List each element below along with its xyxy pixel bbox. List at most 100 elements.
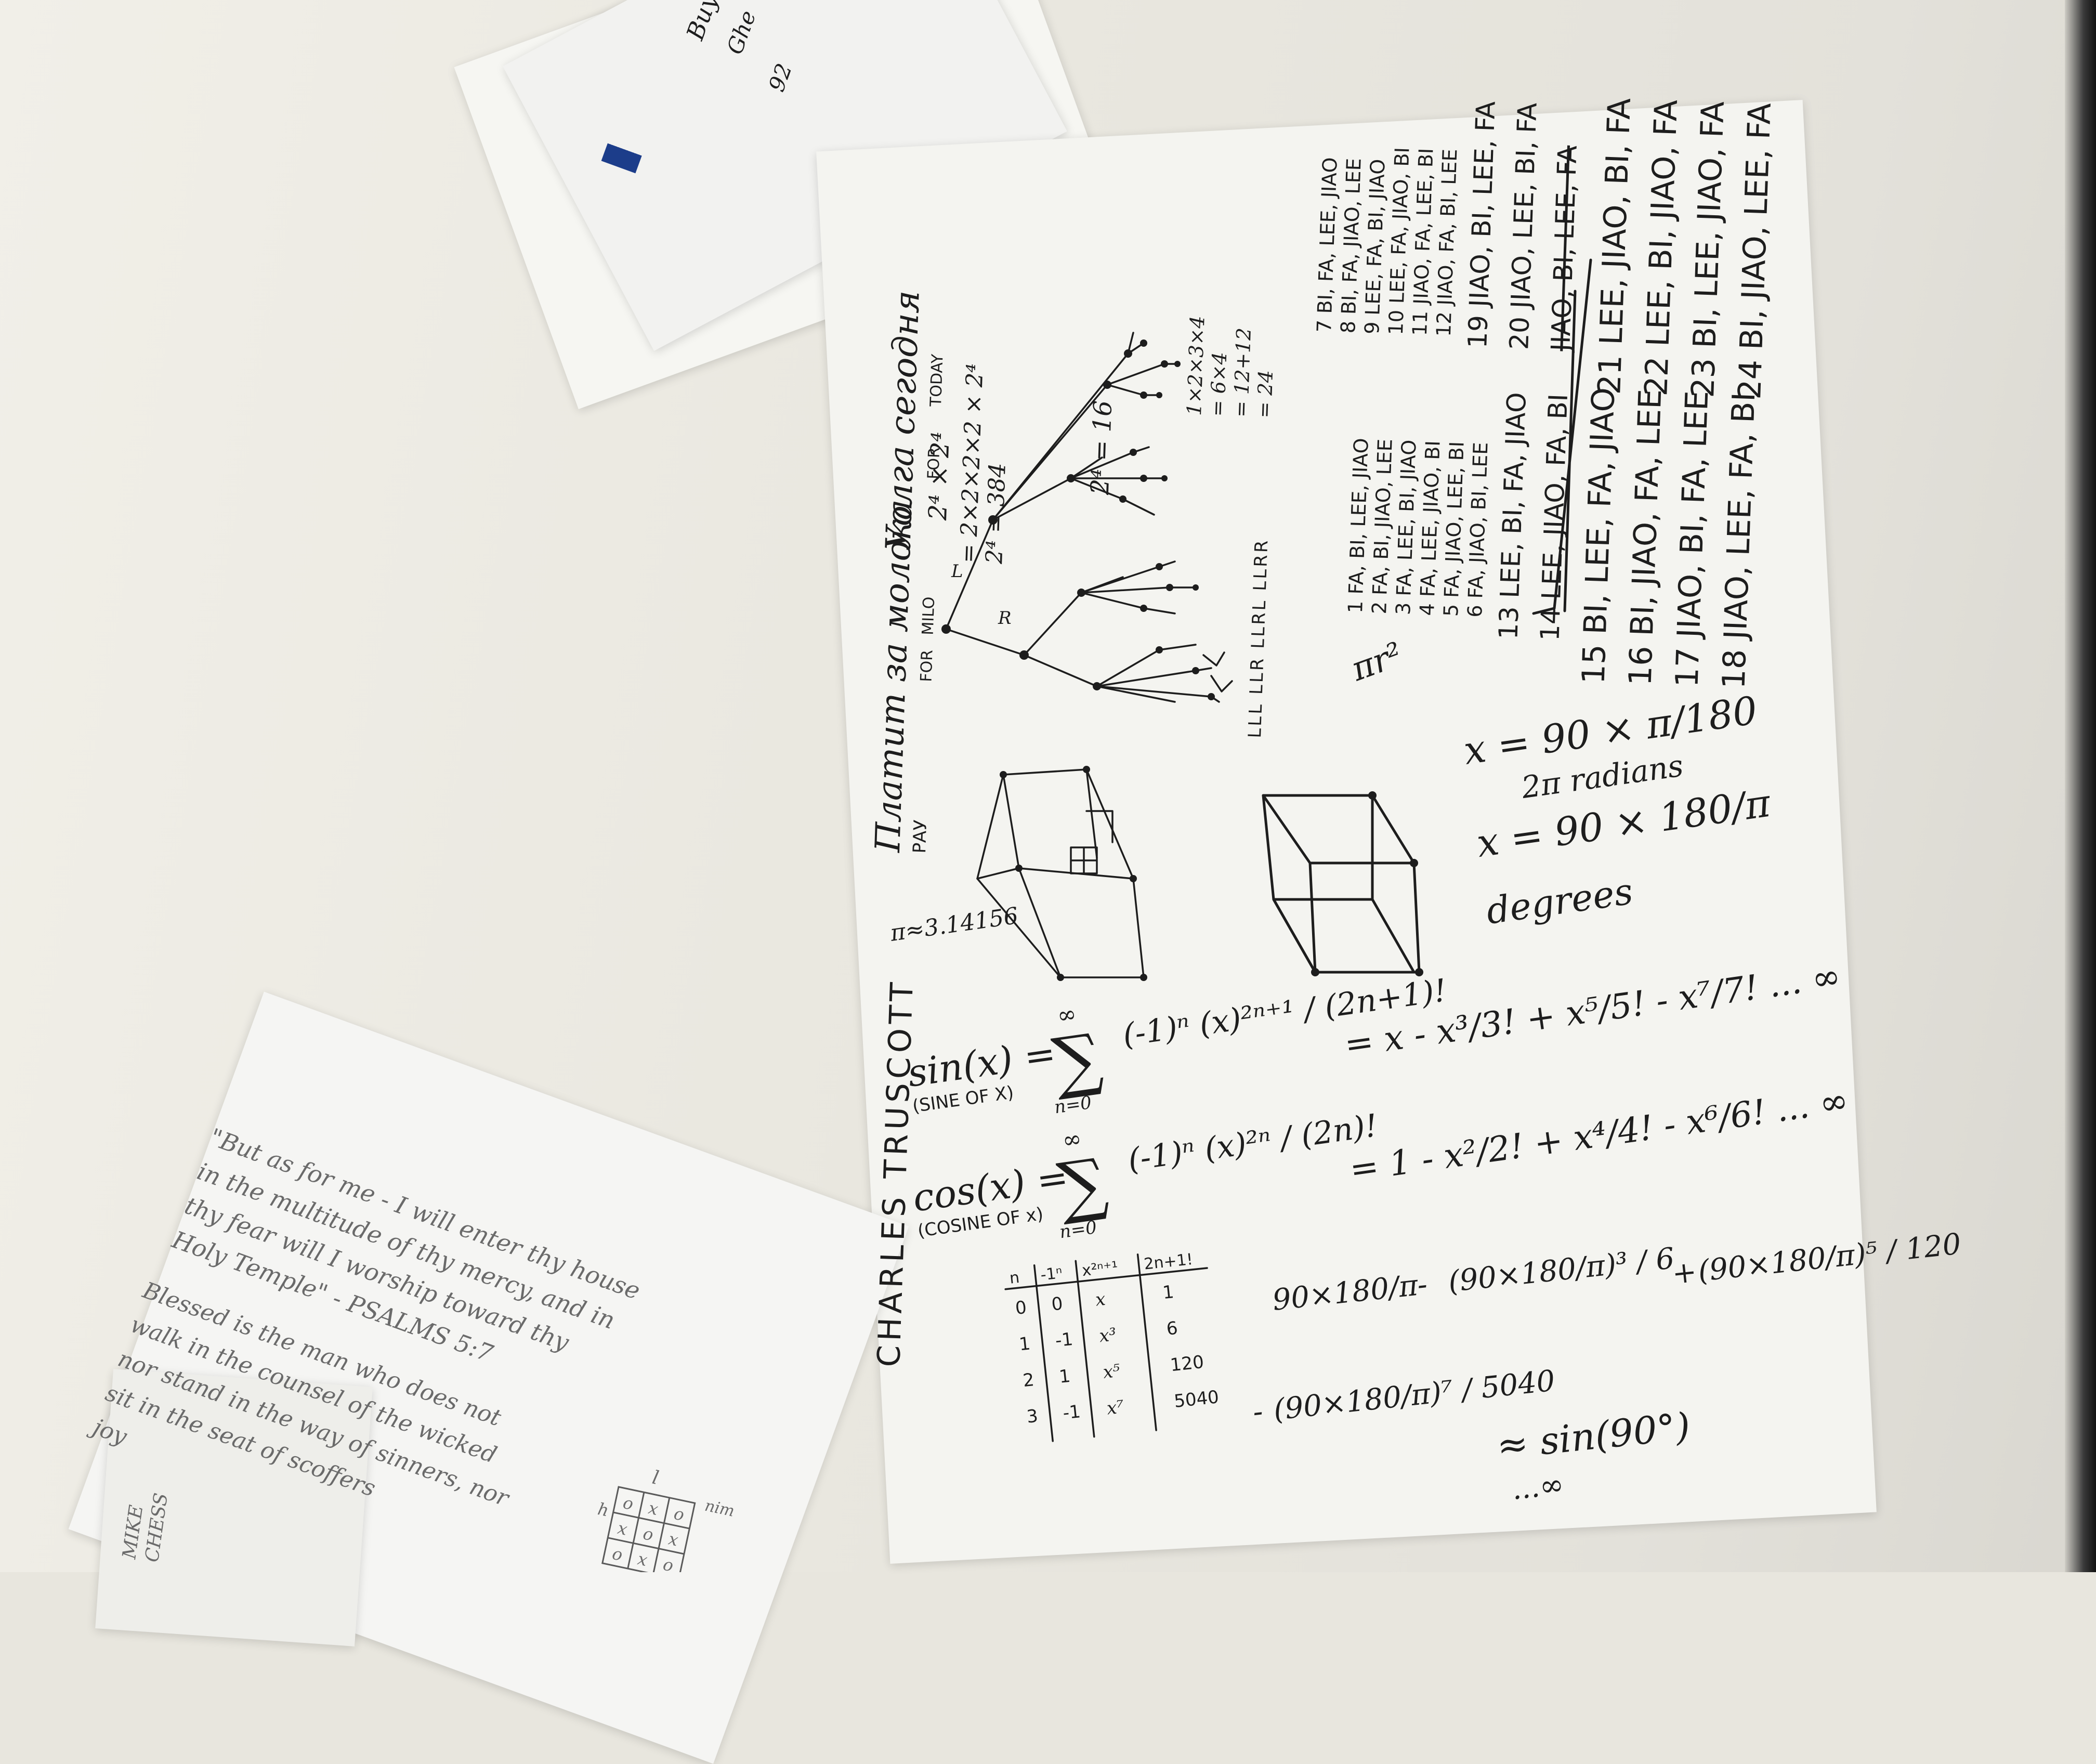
- perm-left-17: 17 JIAO, BI, FA, LEE: [1669, 390, 1715, 688]
- corner-labels: MIKE CHESS: [119, 1492, 172, 1563]
- numeric-op-3: -: [1251, 1394, 1265, 1429]
- sine-sum-lower: n=0: [1053, 1092, 1093, 1118]
- desk-edge: [2065, 0, 2096, 1572]
- ttt-cell-1: o: [621, 1493, 635, 1514]
- multiplication-line-4: = 24: [1253, 370, 1277, 419]
- cosine-sum-symbol: ∑: [1053, 1143, 1112, 1227]
- perm-left-6: 6 FA, JIAO, BI, LEE: [1463, 442, 1492, 618]
- pi-approx-group: π≈3.14156: [888, 903, 1019, 947]
- tree-branch-r: R: [998, 608, 1012, 629]
- table-row0-n: 0: [1014, 1297, 1028, 1319]
- multiplication-line-1: 1×2×3×4: [1183, 316, 1209, 416]
- top-scribble-line-2: Ghe: [722, 7, 761, 58]
- multiplication-line-3: = 12+12: [1229, 328, 1255, 418]
- table-header-n: n: [1008, 1269, 1020, 1288]
- table-row3-n: 3: [1026, 1406, 1039, 1428]
- perm-right-22: 22 LEE, BI, JIAO, FA: [1638, 99, 1685, 397]
- power-calculations: 2⁴ × 2⁴ = 2×2×2×2 × 2⁴ 2⁴ = 384 2⁴ = 16: [923, 363, 1118, 565]
- table-row2-n: 2: [1022, 1369, 1036, 1391]
- table-row2-sign: 1: [1058, 1366, 1071, 1388]
- pi-r-squared: πr²: [1346, 635, 1408, 689]
- ttt-cell-8: x: [636, 1549, 649, 1570]
- perm-right-24: 24 BI, JIAO, LEE, FA: [1732, 102, 1778, 400]
- for-label-pay: РАУ: [909, 819, 931, 854]
- grid-label-l: l: [650, 1467, 661, 1489]
- sine-sum-symbol: ∑: [1048, 1018, 1107, 1103]
- top-scribble: Buy the ticket Ghe 8 92: [680, 0, 797, 95]
- handwriting-layer: Buy the ticket Ghe 8 92 CHARLES TRUSCOTT…: [85, 0, 1963, 1572]
- ttt-cell-9: o: [661, 1554, 675, 1572]
- degrees-formula: x = 90 × 180/π: [1474, 781, 1774, 867]
- perm-left-15: 15 BI, LEE, FA, JIAO: [1576, 387, 1622, 685]
- table-row1-factorial: 6: [1165, 1318, 1179, 1340]
- table-row3-sign: -1: [1062, 1401, 1082, 1423]
- for-label-milo: MILO: [919, 596, 939, 635]
- numerical-evaluation: 90×180/π - (90×180/π)³ / 6 + (90×180/π)⁵…: [1251, 1227, 1963, 1507]
- grid-label-nim: nim: [703, 1497, 736, 1521]
- corner-label-chess: CHESS: [141, 1492, 172, 1563]
- ttt-cell-6: x: [667, 1529, 680, 1550]
- series-table: n -1ⁿ x²ⁿ⁺¹ 2n+1! 0 0 x 1 1 -1 x³ 6 2 1 …: [1004, 1250, 1220, 1442]
- power-calc-4: 2⁴ = 16: [1085, 400, 1118, 495]
- sine-sum-upper: ∞: [1055, 1000, 1078, 1029]
- power-calc-1: 2⁴ × 2⁴: [923, 432, 955, 521]
- numeric-term-2: (90×180/π)³ / 6: [1447, 1242, 1676, 1299]
- cosine-sum-lower: n=0: [1058, 1217, 1098, 1243]
- ttt-cell-5: o: [641, 1523, 656, 1545]
- table-row2-power: x⁵: [1102, 1361, 1121, 1383]
- tree-leaf-labels: LLL LLR LLRL LLRR: [1244, 538, 1272, 739]
- name-charles-truscott: CHARLES TRUSCOTT: [871, 978, 921, 1368]
- radians-degrees-group: x = 90 × π/180 2π radians x = 90 × 180/π…: [1461, 688, 1774, 932]
- cosine-expansion: = 1 - x²/2! + x⁴/4! - x⁶/6! ... ∞: [1347, 1080, 1851, 1190]
- pi-r-squared-group: πr²: [1346, 635, 1408, 689]
- grid-label-h: h: [596, 1499, 611, 1520]
- list-divider-lines: [1532, 258, 1592, 615]
- power-calc-3: 2⁴ = 384: [981, 462, 1011, 565]
- tree-leaf-label-group: LLL LLR LLRL LLRR: [1244, 538, 1272, 739]
- cube-sketch: [1262, 791, 1423, 976]
- ttt-cell-4: x: [616, 1518, 630, 1539]
- tic-tac-toe-grid: o x o x o x o x o l nim h: [596, 1467, 736, 1572]
- perm-right-20: 20 JIAO, LEE, BI, FA: [1504, 102, 1543, 350]
- numeric-term-4: (90×180/π)⁷ / 5040: [1272, 1364, 1557, 1427]
- tree-branch-l: L: [951, 561, 963, 582]
- for-label-today: TODAY: [927, 354, 947, 408]
- for-label-for-1: FOR: [918, 649, 937, 682]
- top-scribble-line-4: 92: [764, 60, 797, 95]
- for-label-for-2: FOR: [924, 447, 944, 480]
- perm-right-21: 21 LEE, JIAO, BI, FA: [1591, 97, 1638, 395]
- permutation-list-right: 7 BI, FA, LEE, JIAO 8 BI, FA, JIAO, LEE …: [1313, 97, 1778, 400]
- multiplication-calc: 1×2×3×4 = 6×4 = 12+12 = 24: [1183, 316, 1277, 419]
- table-row0-power: x: [1094, 1289, 1106, 1311]
- permutation-list-left: 1 FA, BI, LEE, JIAO 2 FA, BI, JIAO, LEE …: [1344, 387, 1762, 690]
- table-row2-factorial: 120: [1169, 1352, 1205, 1376]
- perm-left-13: 13 LEE, BI, FA, JIAO: [1493, 392, 1532, 640]
- numeric-op-2: +: [1671, 1255, 1698, 1291]
- numeric-term-1: 90×180/π: [1271, 1269, 1420, 1317]
- sin90-result: ≈ sin(90°): [1495, 1404, 1692, 1468]
- perm-left-16: 16 BI, JIAO, FA, LEE: [1622, 388, 1669, 686]
- table-row1-power: x³: [1098, 1324, 1118, 1347]
- ttt-cell-7: o: [610, 1544, 624, 1565]
- table-header-sign: -1ⁿ: [1040, 1264, 1063, 1284]
- numeric-term-3: (90×180/π)⁵ / 120: [1696, 1227, 1962, 1288]
- table-header-power: x²ⁿ⁺¹: [1081, 1258, 1119, 1280]
- table-row0-sign: 0: [1051, 1293, 1064, 1315]
- perm-right-19: 19 JIAO, BI, LEE, FA: [1462, 101, 1501, 349]
- table-row1-sign: -1: [1054, 1329, 1074, 1351]
- table-row1-n: 1: [1018, 1333, 1031, 1355]
- cyrillic-heading-2: Уолга сегодня: [878, 290, 927, 552]
- vertical-name: CHARLES TRUSCOTT: [871, 978, 921, 1368]
- table-row3-factorial: 5040: [1173, 1387, 1220, 1412]
- dots-infinity: ...∞: [1510, 1468, 1565, 1507]
- ttt-cell-2: x: [647, 1498, 660, 1519]
- multiplication-line-2: = 6×4: [1206, 351, 1231, 417]
- house-sketch: [976, 766, 1147, 981]
- cosine-sum-upper: ∞: [1060, 1125, 1083, 1154]
- pi-approx: π≈3.14156: [888, 903, 1019, 947]
- table-row3-power: x⁷: [1106, 1396, 1125, 1419]
- perm-left-18: 18 JIAO, LEE, FA, BI: [1715, 392, 1762, 690]
- perm-right-struck: JIAO, BI, LEE, FA: [1545, 145, 1583, 354]
- cosine-series: (-1)ⁿ (x)²ⁿ / (2n)!: [1125, 1107, 1380, 1179]
- sine-def: sin(x) =: [905, 1031, 1058, 1095]
